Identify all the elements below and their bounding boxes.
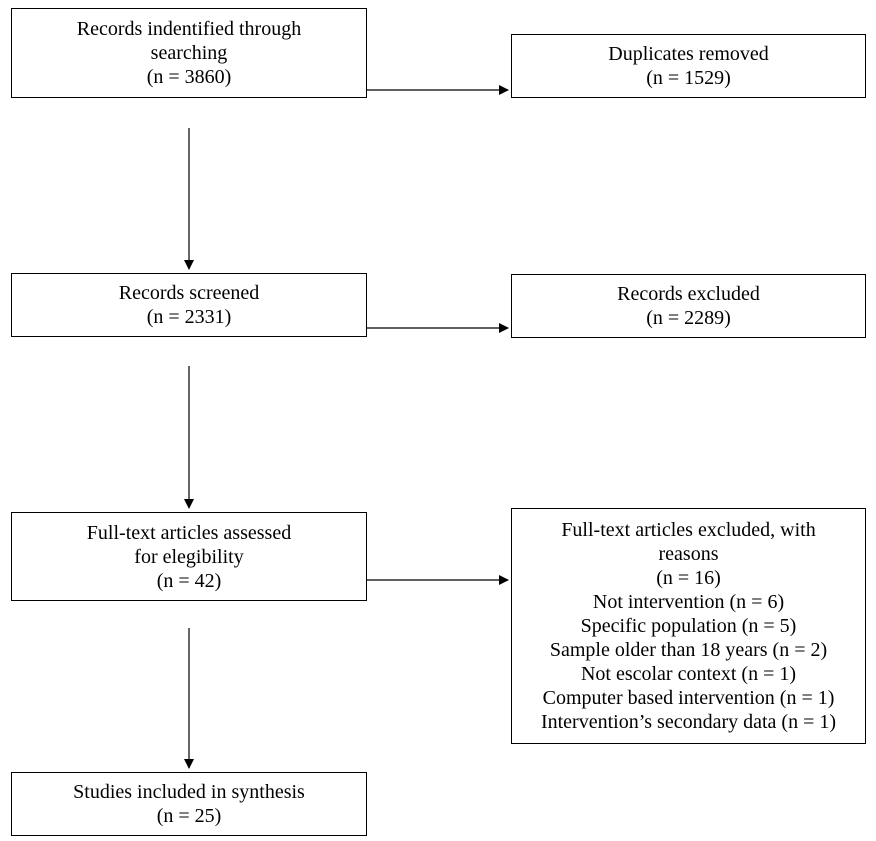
box-line: (n = 2331) [146, 306, 232, 328]
box-line: for elegibility [134, 545, 244, 568]
box-records-identified: Records indentified through searching (n… [11, 8, 367, 98]
box-records-excluded: Records excluded (n = 2289) [511, 274, 866, 338]
box-line: searching [150, 42, 228, 64]
box-line: (n = 3860) [146, 66, 232, 88]
box-line: Specific population (n = 5) [580, 615, 797, 637]
box-line: (n = 42) [156, 569, 222, 592]
box-line: Records screened [118, 282, 260, 304]
box-duplicates-removed: Duplicates removed (n = 1529) [511, 34, 866, 98]
box-line: Studies included in synthesis [73, 781, 305, 803]
box-line: Not escolar context (n = 1) [580, 663, 797, 685]
box-fulltext-excluded: Full-text articles excluded, with reason… [511, 508, 866, 744]
box-line: (n = 16) [656, 567, 721, 589]
box-line: Duplicates removed [608, 43, 769, 65]
box-records-screened: Records screened (n = 2331) [11, 273, 367, 337]
box-line: Records indentified through [76, 18, 302, 40]
box-line: (n = 25) [156, 805, 222, 827]
box-line: Records excluded [617, 283, 760, 305]
box-line: reasons [658, 543, 719, 565]
box-line: (n = 1529) [646, 67, 731, 89]
box-line: Full-text articles assessed [86, 521, 292, 544]
box-studies-included: Studies included in synthesis (n = 25) [11, 772, 367, 836]
box-line: Not intervention (n = 6) [592, 591, 785, 613]
box-line: (n = 2289) [646, 307, 731, 329]
box-line: Computer based intervention (n = 1) [542, 687, 835, 709]
box-line: Full-text articles excluded, with [561, 519, 816, 541]
box-line: Sample older than 18 years (n = 2) [549, 639, 828, 661]
box-fulltext-assessed: Full-text articles assessed for elegibil… [11, 512, 367, 601]
box-line: Intervention’s secondary data (n = 1) [540, 711, 837, 733]
